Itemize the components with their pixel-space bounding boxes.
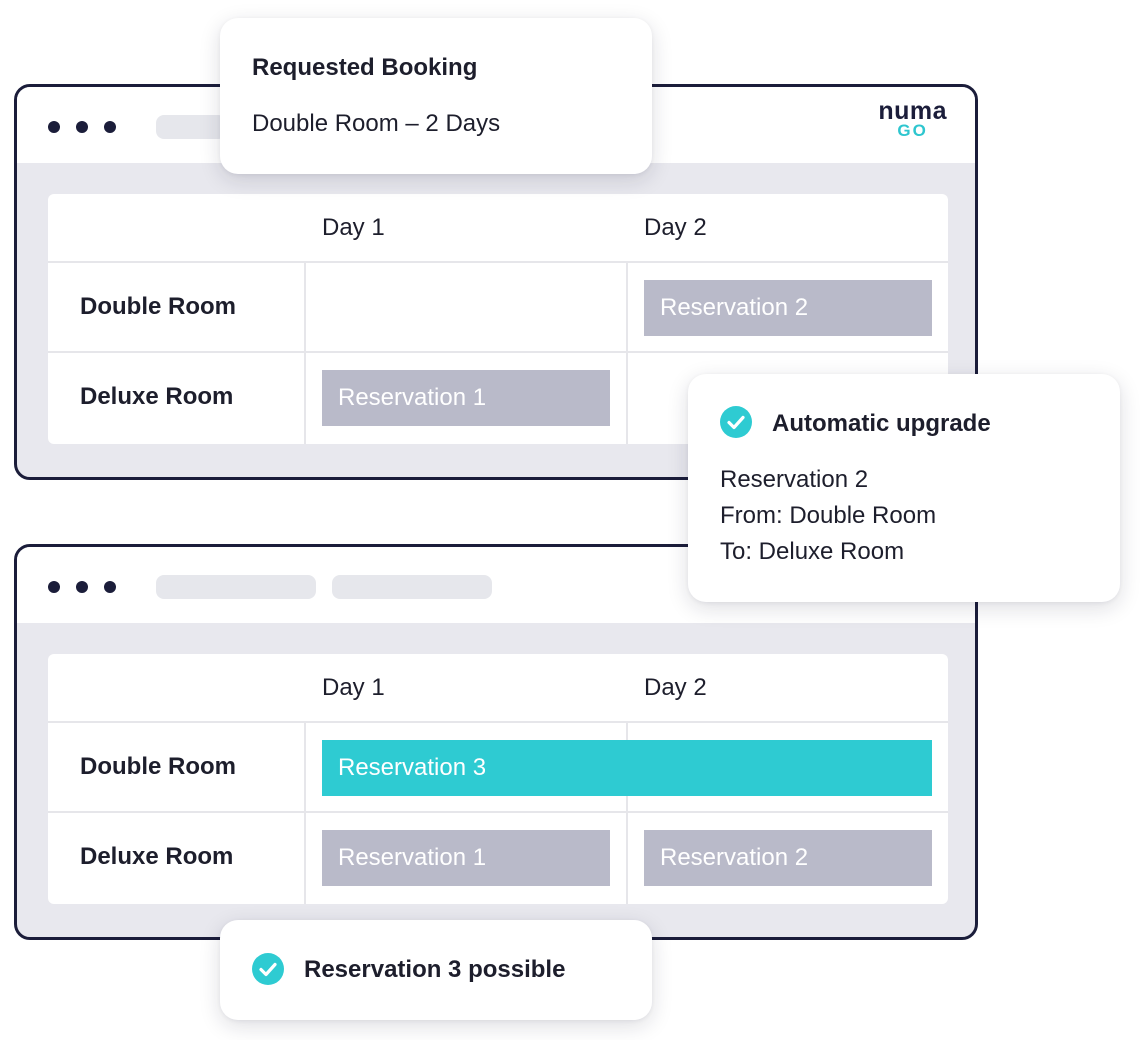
window-dot-icon: [104, 121, 116, 133]
reservation-block[interactable]: Reservation 2: [644, 830, 932, 886]
window-dot-icon: [76, 121, 88, 133]
logo-word: numa: [878, 97, 947, 125]
column-header-day-2: Day 2: [644, 214, 707, 241]
grid-divider: [48, 351, 948, 353]
reservation-possible-card: Reservation 3 possible: [220, 920, 652, 1020]
reservation-block[interactable]: Reservation 2: [644, 280, 932, 336]
grid-divider: [626, 261, 628, 444]
logo-subword: GO: [897, 121, 928, 140]
reservation-block[interactable]: Reservation 1: [322, 370, 610, 426]
check-icon: [252, 953, 284, 985]
requested-booking-detail: Double Room – 2 Days: [252, 110, 501, 137]
window-dot-icon: [104, 581, 116, 593]
upgrade-reservation: Reservation 2: [720, 466, 869, 493]
column-header-day-2: Day 2: [644, 674, 707, 701]
row-header-deluxe-room: Deluxe Room: [80, 383, 234, 410]
requested-booking-title: Requested Booking: [252, 54, 478, 81]
row-header-deluxe-room: Deluxe Room: [80, 843, 234, 870]
reservation-block[interactable]: Reservation 1: [322, 830, 610, 886]
row-header-double-room: Double Room: [80, 293, 236, 320]
new-reservation-block[interactable]: Reservation 3: [322, 740, 932, 796]
column-header-day-1: Day 1: [322, 214, 385, 241]
grid-divider: [48, 721, 948, 723]
grid-divider: [48, 811, 948, 813]
reservation-possible-text: Reservation 3 possible: [304, 956, 566, 983]
tab-placeholder[interactable]: [156, 115, 226, 139]
numa-go-logo: numa GO: [878, 97, 947, 141]
grid-divider: [304, 721, 306, 904]
grid-divider: [626, 721, 628, 904]
window-dot-icon: [76, 581, 88, 593]
grid-divider: [304, 261, 306, 444]
room-calendar-grid: Day 1 Day 2 Double Room Deluxe Room Rese…: [48, 654, 948, 904]
upgrade-from: From: Double Room: [720, 502, 937, 529]
upgrade-title: Automatic upgrade: [772, 410, 991, 437]
window-dot-icon: [48, 581, 60, 593]
requested-booking-card: Requested Booking Double Room – 2 Days: [220, 18, 652, 174]
column-header-day-1: Day 1: [322, 674, 385, 701]
window-dot-icon: [48, 121, 60, 133]
tab-placeholder[interactable]: [332, 575, 492, 599]
booking-window-after: Day 1 Day 2 Double Room Deluxe Room Rese…: [14, 544, 978, 940]
check-icon: [720, 406, 752, 438]
upgrade-to: To: Deluxe Room: [720, 538, 905, 565]
grid-divider: [48, 261, 948, 263]
automatic-upgrade-card: Automatic upgrade Reservation 2 From: Do…: [688, 374, 1120, 602]
tab-placeholder[interactable]: [156, 575, 316, 599]
row-header-double-room: Double Room: [80, 753, 236, 780]
